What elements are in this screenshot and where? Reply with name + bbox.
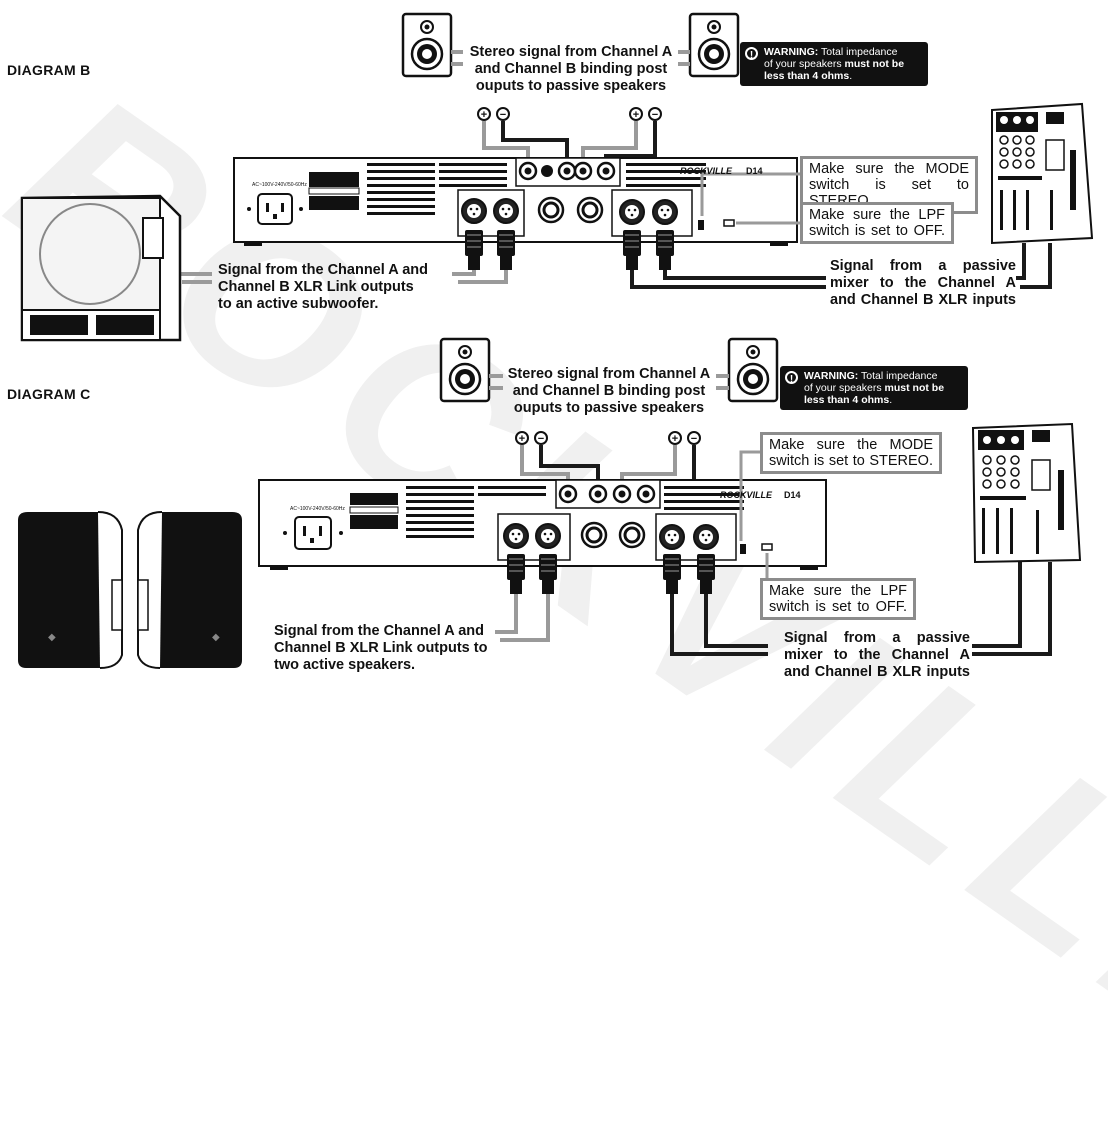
svg-text:+: + — [481, 109, 487, 121]
warning-icon: ! — [745, 47, 758, 61]
active-speakers-c: ◆ ◆ — [18, 511, 242, 669]
amp-power-label-b: AC~100V-240V/50-60Hz — [252, 182, 307, 188]
amp-brand-b: ROCKVILLE — [680, 166, 733, 176]
passive-speaker-left-c — [439, 337, 491, 403]
amp-brand-c: ROCKVILLE — [720, 490, 773, 500]
stereo-caption-b: Stereo signal from Channel A and Channel… — [469, 44, 673, 94]
link-caption-c: Signal from the Channel A and Channel B … — [274, 623, 488, 673]
link-caption-b: Signal from the Channel A and Channel B … — [218, 262, 428, 312]
svg-text:◆: ◆ — [212, 632, 220, 643]
warning-icon: ! — [785, 371, 798, 385]
amp-model-b: D14 — [746, 166, 763, 176]
amp-model-c: D14 — [784, 490, 801, 500]
mode-switch-note-c: Make sure the MODE switch is set to STER… — [760, 432, 942, 474]
svg-text:+: + — [519, 433, 525, 445]
svg-text:−: − — [652, 109, 658, 121]
warning-box-b: ! WARNING: Total impedance of your speak… — [740, 42, 928, 86]
mixer-caption-c: Signal from a passive mixer to the Chann… — [784, 630, 970, 680]
svg-text:+: + — [672, 433, 678, 445]
svg-text:−: − — [538, 433, 544, 445]
diagram-b-label: DIAGRAM B — [7, 62, 91, 78]
polarity-markers-c: + − + − — [515, 431, 701, 445]
wiring-artwork: + − + − — [18, 12, 1094, 669]
svg-text:◆: ◆ — [48, 632, 56, 643]
diagram-c-label: DIAGRAM C — [7, 386, 91, 402]
svg-text:+: + — [633, 109, 639, 121]
passive-speaker-right-c — [727, 337, 779, 403]
mixer-c — [971, 422, 1082, 564]
amp-power-label-c: AC~100V-240V/50-60Hz — [290, 506, 345, 512]
lpf-switch-note-b: Make sure the LPF switch is set to OFF. — [800, 202, 954, 244]
polarity-markers-b: + − + − — [477, 107, 662, 121]
stereo-caption-c: Stereo signal from Channel A and Channel… — [507, 366, 711, 416]
svg-text:−: − — [691, 433, 697, 445]
subwoofer-b — [20, 194, 182, 342]
mixer-caption-b: Signal from a passive mixer to the Chann… — [830, 258, 1016, 308]
mixer-b — [991, 102, 1094, 245]
lpf-switch-note-c: Make sure the LPF switch is set to OFF. — [760, 578, 916, 620]
svg-text:−: − — [500, 109, 506, 121]
passive-speaker-left-b — [401, 12, 453, 78]
passive-speaker-right-b — [688, 12, 740, 78]
warning-box-c: ! WARNING: Total impedance of your speak… — [780, 366, 968, 410]
diagram-canvas: ROCKVILLE — [0, 12, 1108, 1119]
